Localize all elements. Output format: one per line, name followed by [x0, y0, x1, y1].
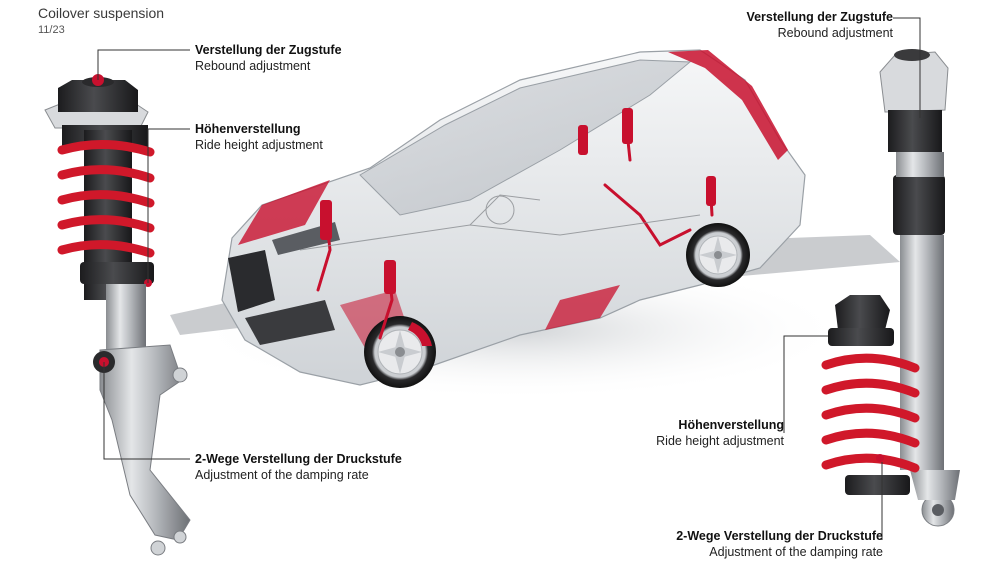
rear-coilover-damper	[879, 49, 960, 527]
label-front-height: Höhenverstellung Ride height adjustment	[195, 121, 323, 153]
label-rear-height-de: Höhenverstellung	[678, 418, 784, 432]
label-front-rebound-en: Rebound adjustment	[195, 59, 311, 73]
diagram-title: Coilover suspension	[38, 5, 165, 21]
page-number: 11/23	[38, 24, 65, 36]
header: Coilover suspension 11/23	[38, 4, 164, 38]
label-rear-damping: 2-Wege Verstellung der Druckstufe Adjust…	[676, 528, 883, 560]
label-rear-rebound-de: Verstellung der Zugstufe	[746, 10, 893, 24]
rear-coil-spring	[821, 295, 920, 495]
label-rear-height: Höhenverstellung Ride height adjustment	[656, 417, 784, 449]
label-front-height-en: Ride height adjustment	[195, 138, 323, 152]
car-phantom-view	[170, 49, 900, 400]
label-rear-height-en: Ride height adjustment	[656, 434, 784, 448]
label-front-rebound-de: Verstellung der Zugstufe	[195, 43, 342, 57]
label-rear-rebound-en: Rebound adjustment	[777, 26, 893, 40]
leader-lines	[97, 17, 921, 540]
front-coilover-strut	[44, 74, 191, 556]
label-front-damping-en: Adjustment of the damping rate	[195, 468, 369, 482]
label-rear-damping-en: Adjustment of the damping rate	[709, 545, 883, 559]
label-front-rebound: Verstellung der Zugstufe Rebound adjustm…	[195, 42, 342, 74]
label-rear-damping-de: 2-Wege Verstellung der Druckstufe	[676, 529, 883, 543]
label-front-damping-de: 2-Wege Verstellung der Druckstufe	[195, 452, 402, 466]
label-front-height-de: Höhenverstellung	[195, 122, 301, 136]
label-front-damping: 2-Wege Verstellung der Druckstufe Adjust…	[195, 451, 402, 483]
label-rear-rebound: Verstellung der Zugstufe Rebound adjustm…	[746, 9, 893, 41]
